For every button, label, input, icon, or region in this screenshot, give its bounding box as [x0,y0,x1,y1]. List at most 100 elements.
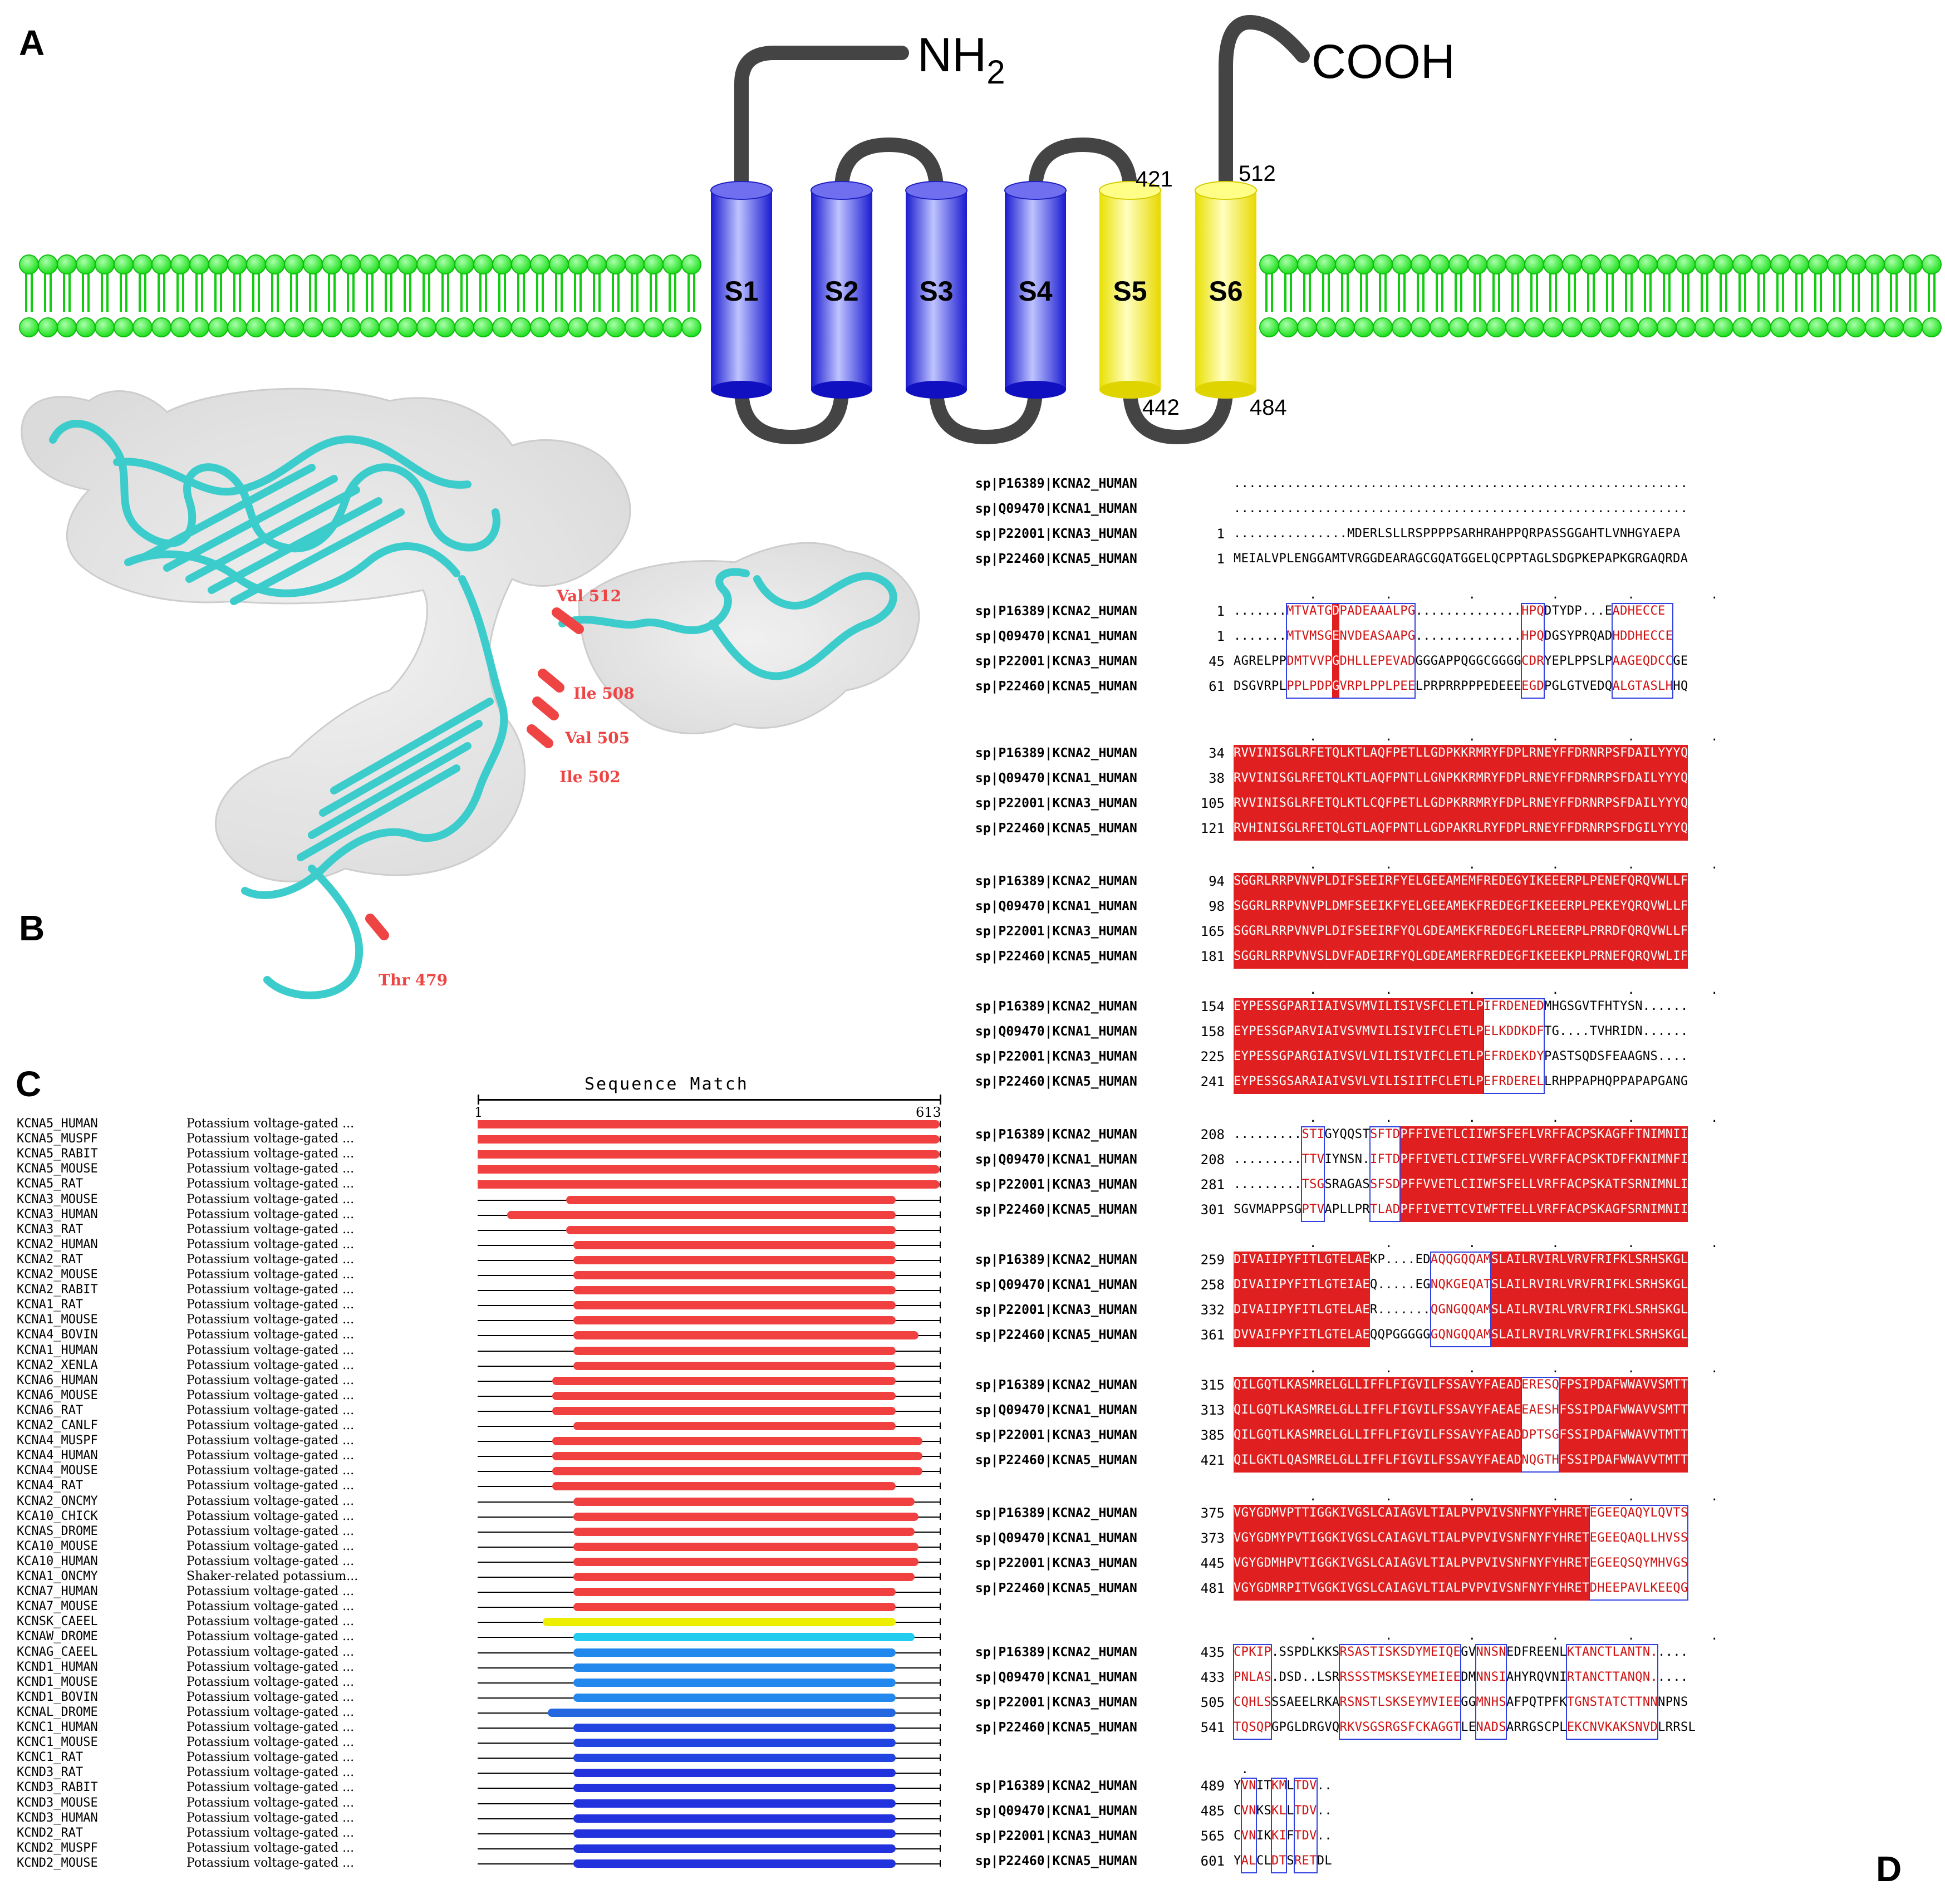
segment-label: S1 [724,276,758,307]
sequence-end-tick [940,1287,941,1294]
ribbon-backbone [49,420,897,999]
residue-512-label: 512 [1239,161,1276,186]
sequence-name: sp|P16389|KCNA2_HUMAN [975,477,1137,491]
alignment-row: sp|Q09470|KCNA1_HUMAN...................… [969,498,1937,519]
sequence-residues: SGGRLRRPVNVPLDIFSEEIRFYELGEEAMEMFREDEGYI… [1234,874,1688,888]
similarity-box [1520,1377,1560,1473]
protein-description: Potassium voltage-gated ... [186,1434,355,1448]
protein-description: Potassium voltage-gated ... [186,1328,355,1342]
sequence-name: sp|P16389|KCNA2_HUMAN [975,1506,1137,1520]
lipid-head [1770,254,1790,274]
similarity-box [1430,1252,1492,1347]
sequence-residues: YALCLDTSRETDL [1234,1854,1332,1868]
match-bar [573,1724,896,1732]
sequence-end-tick [940,1468,941,1475]
lipid-head [1259,317,1279,337]
lipid-head [1486,254,1506,274]
protein-description: Potassium voltage-gated ... [186,1645,355,1659]
sequence-name: sp|Q09470|KCNA1_HUMAN [975,1804,1137,1818]
sequence-start-position: 154 [1200,999,1225,1014]
sequence-name: sp|P22001|KCNA3_HUMAN [975,527,1137,541]
match-bar [478,1120,940,1128]
lipid-head [1903,317,1923,337]
alignment-row: sp|P16389|KCNA2_HUMAN...................… [969,473,1937,494]
segment-s3: S3 [905,181,967,399]
protein-description: Potassium voltage-gated ... [186,1192,355,1206]
lipid-head [1884,254,1904,274]
sequence-residues: EYPESSGPARGIAIVSVLVILISIVIFCLETLPEFRDEKD… [1234,1049,1688,1063]
sequence-match-title: Sequence Match [585,1074,749,1094]
residue-label-ile-508: Ile 508 [573,684,635,703]
lipid-head [681,254,701,274]
sequence-residues: QILGQTLKASMRELGLLIFFLFIGVILFSSAVYFAEAEEA… [1234,1403,1688,1417]
n-terminus-label: NH2 [917,28,1005,91]
sequence-start-position: 332 [1200,1302,1225,1318]
match-bar [573,1527,915,1536]
sequence-start-position: 259 [1200,1252,1225,1268]
match-bar [478,1135,940,1144]
sequence-residues: CVNKSKLLTDV.. [1234,1804,1332,1818]
sequence-end-tick [940,1558,941,1565]
protein-description: Potassium voltage-gated ... [186,1599,355,1614]
protein-description: Potassium voltage-gated ... [186,1780,355,1795]
lipid-head [1562,254,1582,274]
lipid-head [1278,317,1298,337]
sequence-end-tick [940,1694,941,1701]
sequence-residues: QILGQTLKASMRELGLLIFFLFIGVILFSSAVYFAEADER… [1234,1378,1688,1392]
sequence-start-position: 505 [1200,1695,1225,1710]
protein-id: KCNA5_RABIT [17,1147,98,1161]
sequence-end-tick [940,1663,941,1671]
sequence-end-tick [940,1226,941,1233]
sequence-name: sp|Q09470|KCNA1_HUMAN [975,1024,1137,1039]
protein-description: Potassium voltage-gated ... [186,1584,355,1599]
protein-description: Potassium voltage-gated ... [186,1403,355,1417]
sequence-start-position: 165 [1200,924,1225,939]
similarity-box [1293,1778,1318,1873]
sequence-residues: SGGRLRRPVNVPLDMFSEEIKFYELGEEAMEKFREDEGFI… [1234,899,1688,913]
sequence-residues: SGGRLRRPVNVPLDIFSEEIRFYQLGDEAMEKFREDEGFL… [1234,924,1688,938]
protein-description: Potassium voltage-gated ... [186,1810,355,1825]
sequence-end-tick [940,1513,941,1520]
lipid-head [1373,254,1393,274]
lipid-head [1789,254,1809,274]
sequence-end-tick [940,1302,941,1309]
match-bar [573,1542,919,1551]
lipid-head [1335,317,1355,337]
sequence-start-position: 1 [1216,526,1225,542]
protein-description: Potassium voltage-gated ... [186,1720,355,1734]
protein-id: KCNA4_MOUSE [17,1464,98,1478]
lipid-head [1846,317,1866,337]
sequence-name: sp|P22460|KCNA5_HUMAN [975,1074,1137,1089]
sequence-end-tick [940,1377,941,1384]
sequence-name: sp|P16389|KCNA2_HUMAN [975,746,1137,760]
conservation-ruler: . . . . . . [1234,1490,1718,1504]
protein-id: KCND2_MOUSE [17,1856,98,1870]
similarity-box [1482,998,1545,1094]
lipid-head [1392,317,1412,337]
sequence-residues: .........TTVIYNSN.IFTDPFFIVETLCIIWFSFELV… [1234,1152,1688,1166]
protein-description: Potassium voltage-gated ... [186,1705,355,1719]
match-bar [478,1165,940,1174]
protein-id: KCNA5_RAT [17,1177,84,1191]
sequence-name: sp|P22001|KCNA3_HUMAN [975,1695,1137,1710]
